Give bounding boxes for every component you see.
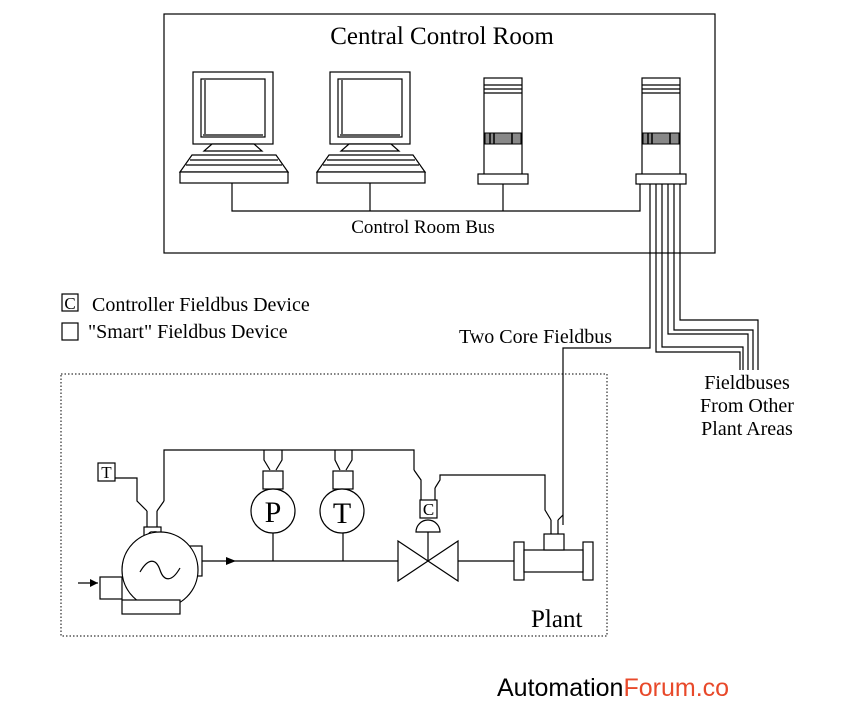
legend-controller-symbol: C [64,294,75,313]
legend-smart-label: "Smart" Fieldbus Device [88,321,288,343]
workstation-2-icon [315,71,427,184]
pressure-transmitter-icon [250,470,296,534]
control-valve-icon [397,519,459,583]
tower-computer-1-icon [477,77,529,185]
plant-frame [60,373,608,637]
flow-meter-icon [513,520,594,581]
watermark-part-1: Automation [497,674,623,702]
legend: C Controller Fieldbus Device "Smart" Fie… [61,293,310,343]
other-areas-line-1: Fieldbuses [704,372,790,394]
legend-controller-label: Controller Fieldbus Device [92,294,310,316]
pump-motor-icon [78,531,203,615]
valve-controller-symbol: C [423,500,434,519]
plant-fieldbus-network [114,449,564,521]
tower-computer-2-icon [635,77,687,185]
valve-controller-box [419,499,438,519]
pressure-transmitter-symbol: P [265,496,282,529]
fieldbus-trunk-bundle [562,184,759,525]
process-pipe [202,531,514,565]
temperature-transmitter-small [97,462,116,482]
control-room-frame [163,13,716,254]
other-areas-label: Fieldbuses From Other Plant Areas [700,372,794,440]
temperature-transmitter-small-symbol: T [101,463,112,482]
temperature-transmitter-symbol: T [333,497,351,530]
control-room-title: Central Control Room [330,23,554,50]
plant-label: Plant [531,606,582,633]
control-room-bus [231,183,641,212]
other-areas-line-2: From Other [700,395,794,417]
watermark-part-2: Forum [623,674,695,702]
legend-controller-box [61,293,79,312]
legend-smart-box [61,322,79,341]
watermark-part-3: .co [696,674,729,702]
temperature-transmitter-icon [319,470,365,534]
watermark-logo: AutomationForum.co [497,674,729,702]
two-core-fieldbus-label: Two Core Fieldbus [459,326,612,348]
control-room-bus-label: Control Room Bus [351,217,495,238]
workstation-1-icon [178,71,290,184]
other-areas-line-3: Plant Areas [701,418,793,440]
